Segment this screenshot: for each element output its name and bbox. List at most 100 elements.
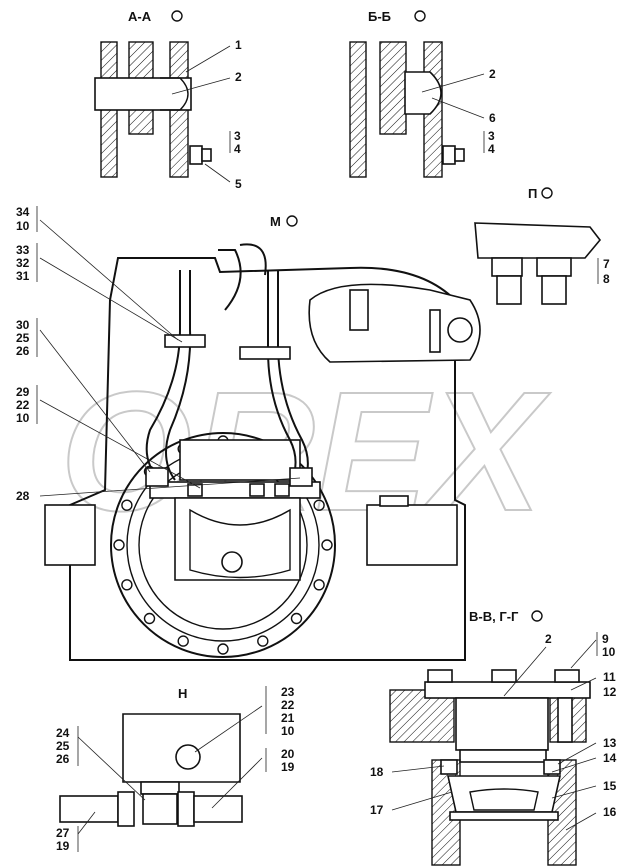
- vg-leader-18: [391, 765, 445, 773]
- vg-leader-9: [570, 639, 597, 669]
- view-p: П 7 8: [474, 186, 610, 305]
- hose-6: [239, 243, 267, 276]
- bolt-head-left: [427, 669, 453, 683]
- h-leader-24: [77, 736, 146, 801]
- flange-bolt-hole: [313, 499, 325, 511]
- callout-vg-16: 16: [603, 805, 617, 819]
- vg-leader-11: [570, 677, 597, 691]
- callout-vg-2: 2: [545, 632, 552, 646]
- callout-vg-14: 14: [603, 751, 617, 765]
- side-block-top: [379, 495, 409, 507]
- base-plate: [449, 811, 559, 821]
- watermark: OREX: [60, 357, 550, 547]
- callout-aa-4: 4: [234, 142, 241, 156]
- flange-bolt-hole: [313, 579, 325, 591]
- h-pipe-left: [59, 795, 119, 823]
- callout-32: 32: [16, 256, 30, 270]
- h-leader-23: [194, 705, 263, 753]
- view-m-title: М: [270, 214, 281, 229]
- callout-aa-1: 1: [235, 38, 242, 52]
- hose-2: [165, 270, 192, 481]
- pump-port: [221, 551, 243, 573]
- bracket-clamp: [349, 289, 369, 331]
- leader-28: [39, 477, 301, 497]
- pump-bowl: [189, 508, 291, 579]
- flange-bolt-hole: [121, 579, 133, 591]
- callout-10b: 10: [16, 411, 30, 425]
- view-h-title: Н: [178, 686, 187, 701]
- callout-h-27: 27: [56, 826, 70, 840]
- pin-body: [94, 77, 192, 111]
- bearing-cup: [447, 775, 561, 813]
- shaft: [455, 697, 549, 751]
- clamp-left: [145, 467, 169, 487]
- view-aa: А-А 1 2 3 4 5: [94, 9, 242, 191]
- pin-end: [160, 77, 189, 111]
- vg-leader-2: [503, 646, 547, 697]
- p-block: [474, 222, 602, 259]
- hose-1: [145, 270, 181, 481]
- h-plug: [175, 744, 201, 770]
- callout-h-10: 10: [281, 724, 295, 738]
- label-1-leader: [185, 45, 231, 73]
- callout-h-22: 22: [281, 698, 295, 712]
- callout-h-23: 23: [281, 685, 295, 699]
- hose-5: [218, 249, 242, 311]
- bolt-head-right: [554, 669, 580, 683]
- view-p-title: П: [528, 186, 537, 201]
- callout-h-26: 26: [56, 752, 70, 766]
- flange-bolt-hole: [257, 635, 269, 647]
- view-vg-symbol-icon: [531, 610, 543, 622]
- callout-bb-2: 2: [489, 67, 496, 81]
- p-pipe-left: [496, 275, 522, 305]
- plate-left-bb: [349, 41, 367, 178]
- label-5-leader: [204, 163, 231, 183]
- callout-vg-13: 13: [603, 736, 617, 750]
- p-pipe-right: [541, 275, 567, 305]
- callout-p-8: 8: [603, 272, 610, 286]
- leader-29: [39, 399, 201, 489]
- h-leader-20: [211, 757, 263, 809]
- callout-p-7: 7: [603, 257, 610, 271]
- flange-bolt-hole: [121, 499, 133, 511]
- label-bb-2-leader: [421, 73, 485, 93]
- upper-housing-left: [389, 689, 455, 743]
- nut-aa: [189, 145, 203, 165]
- callout-aa-2: 2: [235, 70, 242, 84]
- nut-bb: [442, 145, 456, 165]
- bracket-bolt: [429, 309, 441, 353]
- view-vg-title: В-В, Г-Г: [469, 609, 519, 624]
- callout-28: 28: [16, 489, 30, 503]
- callout-vg-15: 15: [603, 779, 617, 793]
- side-block-right: [366, 504, 458, 566]
- view-m: М: [16, 205, 481, 661]
- leader-33: [39, 257, 183, 343]
- flange-bolt-hole: [143, 612, 156, 625]
- leader-30: [39, 329, 151, 473]
- flange-bolt-hole: [113, 539, 125, 551]
- callout-h-21: 21: [281, 711, 295, 725]
- vg-leader-17: [391, 791, 453, 811]
- view-aa-symbol-icon: [171, 10, 183, 22]
- view-bb-title: Б-Б: [368, 9, 391, 24]
- callout-vg-18: 18: [370, 765, 384, 779]
- flange-bolt-hole: [177, 635, 189, 647]
- h-nut-right: [177, 791, 195, 827]
- callout-vg-10: 10: [602, 645, 616, 659]
- callout-26a: 26: [16, 344, 30, 358]
- flange-bolt-hole: [217, 643, 229, 655]
- callout-10a: 10: [16, 219, 30, 233]
- fitting-top-left: [164, 334, 206, 348]
- top-cap: [424, 681, 591, 699]
- flange-bolt-hole: [290, 612, 303, 625]
- bracket-eye: [447, 317, 473, 343]
- callout-vg-11: 11: [603, 670, 616, 684]
- hose-3: [267, 270, 297, 481]
- shaft-neck: [459, 749, 547, 763]
- h-tee: [142, 793, 178, 825]
- view-bb-symbol-icon: [414, 10, 426, 22]
- p-fitting-left: [491, 257, 523, 277]
- h-nut-left: [117, 791, 135, 827]
- nut-mid: [249, 483, 265, 497]
